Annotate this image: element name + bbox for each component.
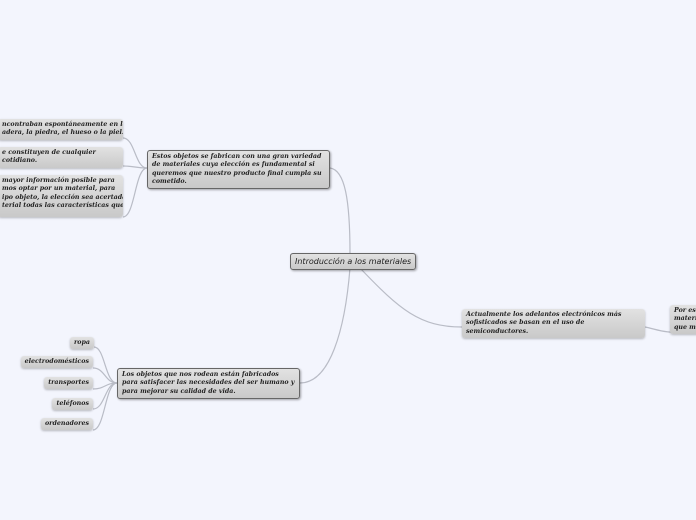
link-fabrican-leaf3 — [122, 167, 148, 218]
central-topic[interactable]: Introducción a los materiales — [290, 253, 417, 270]
leaf-line: materi — [674, 315, 696, 323]
link-fabrican-leaf2 — [122, 165, 148, 169]
leaf-electrodomesticos[interactable]: electrodomésticos — [20, 356, 93, 369]
link-objetos-electro — [92, 367, 118, 384]
leaf-line: terial todas las características que — [2, 201, 123, 209]
leaf-informacion[interactable]: mayor información posible para mos optar… — [0, 175, 123, 217]
leaf-line: mayor información posible para — [2, 177, 115, 184]
leaf-transportes[interactable]: transportes — [44, 377, 93, 390]
link-objetos-ropa — [93, 346, 118, 384]
leaf-line: e constituyen de cualquier — [2, 149, 96, 156]
link-center-objetos — [299, 267, 351, 384]
leaf-espontaneamente[interactable]: ncontraban espontáneamente en la adera, … — [0, 119, 123, 140]
leaf-ordenadores[interactable]: ordenadores — [40, 418, 93, 431]
leaf-telefonos[interactable]: teléfonos — [52, 398, 93, 411]
link-fabrican-leaf1 — [122, 137, 148, 169]
leaf-line: cotidiano. — [2, 157, 38, 165]
topic-fabrican[interactable]: Estos objetos se fabrican con una gran v… — [147, 150, 330, 190]
link-objetos-ordenadores — [92, 382, 118, 431]
leaf-por-eso[interactable]: Por es materi que me — [670, 305, 696, 334]
leaf-constituyen[interactable]: e constituyen de cualquier cotidiano. — [0, 147, 123, 168]
link-center-fabrican — [329, 167, 351, 255]
link-center-adelantos — [359, 267, 463, 328]
topic-adelantos[interactable]: Actualmente los adelantos electrónicos m… — [462, 309, 645, 338]
leaf-line: ncontraban espontáneamente en la — [2, 121, 123, 128]
leaf-line: ipo objeto, la elección sea acertada, — [2, 193, 123, 201]
leaf-line: Por es — [674, 307, 696, 314]
leaf-line: que me — [674, 323, 696, 331]
leaf-line: adera, la piedra, el hueso o la piel. — [2, 129, 123, 137]
leaf-ropa[interactable]: ropa — [69, 337, 94, 350]
leaf-line: mos optar por un material, para — [2, 185, 116, 193]
topic-objetos[interactable]: Los objetos que nos rodean están fabrica… — [117, 368, 300, 399]
